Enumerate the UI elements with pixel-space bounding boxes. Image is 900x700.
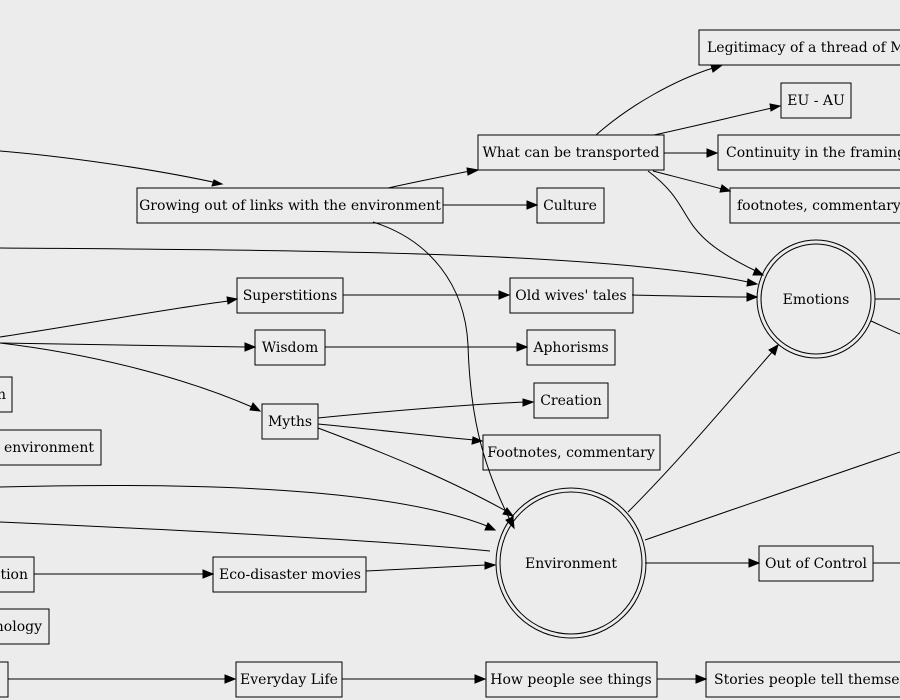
edge-everyday-life-to-how-people-see	[342, 674, 487, 684]
edge-environment-to-emotions	[627, 343, 779, 513]
svg-text:Wisdom: Wisdom	[262, 340, 318, 356]
node-legitimacy[interactable]: Legitimacy of a thread of My	[698, 29, 900, 66]
node-how-people-see-things[interactable]: How people see things	[485, 661, 658, 698]
edge-environment-to-offscreen	[644, 451, 900, 541]
node-growing-out-of-links[interactable]: Growing out of links with the environmen…	[136, 187, 444, 224]
node-aphorisms[interactable]: Aphorisms	[526, 329, 616, 366]
node-continuity-in-framing[interactable]: Continuity in the framing	[717, 134, 900, 171]
svg-text:Myths: Myths	[268, 414, 312, 430]
svg-text:Out of Control: Out of Control	[765, 556, 868, 572]
edge-emotions-to-offscreen-2	[870, 320, 900, 335]
svg-text:Continuity in the framing: Continuity in the framing	[726, 145, 900, 161]
edge-what-transported-to-emotions	[647, 170, 765, 276]
node-footnotes-commentary-lower[interactable]: footnotes, commentary	[729, 187, 900, 224]
edge-offscreen-to-wisdom	[0, 342, 257, 352]
node-emotions[interactable]: Emotions	[756, 239, 876, 359]
svg-text:Footnotes, commentary: Footnotes, commentary	[487, 445, 655, 461]
node-old-wives-tales[interactable]: Old wives' tales	[509, 277, 634, 314]
node-stories-people-tell[interactable]: Stories people tell themselv	[705, 661, 900, 698]
svg-text:Stories people tell themselv: Stories people tell themselv	[714, 672, 900, 688]
node-cut-environment[interactable]: l environment	[0, 429, 102, 466]
edge-growing-out-to-environment	[372, 221, 515, 530]
node-environment[interactable]: Environment	[495, 487, 647, 639]
node-superstitions[interactable]: Superstitions	[236, 277, 344, 314]
edge-offscreen-to-emotions	[0, 247, 759, 287]
node-out-of-control[interactable]: Out of Control	[758, 545, 874, 582]
svg-text:l environment: l environment	[0, 440, 94, 456]
edge-offscreen-to-myths	[0, 342, 262, 412]
svg-text:Eco-disaster movies: Eco-disaster movies	[219, 567, 361, 583]
svg-text:Old wives' tales: Old wives' tales	[515, 288, 626, 304]
svg-text:EU - AU: EU - AU	[787, 93, 845, 109]
node-cut-tion[interactable]: tion	[0, 556, 35, 593]
svg-text:Superstitions: Superstitions	[243, 288, 338, 304]
svg-text:Culture: Culture	[543, 198, 597, 214]
svg-text:Environment: Environment	[525, 556, 617, 572]
node-culture[interactable]: Culture	[536, 187, 605, 224]
edge-old-wives-to-emotions	[631, 292, 759, 302]
edge-growing-out-to-culture	[443, 200, 539, 210]
edge-eco-disaster-to-environment	[365, 561, 497, 572]
edge-cut-tion-to-eco-disaster	[34, 569, 215, 579]
svg-text:Legitimacy of a thread of My: Legitimacy of a thread of My	[707, 40, 900, 56]
edge-offscreen-to-environment-1	[0, 484, 497, 531]
node-cut-n[interactable]: n	[0, 376, 13, 413]
svg-text:nology: nology	[0, 619, 42, 635]
node-eco-disaster-movies[interactable]: Eco-disaster movies	[212, 556, 367, 593]
edge-offscreen-to-everyday-life	[8, 674, 237, 684]
svg-text:Creation: Creation	[540, 393, 602, 409]
svg-text:tion: tion	[0, 567, 28, 583]
edge-myths-to-footnotes	[317, 423, 484, 445]
edge-offscreen-to-growing-out	[0, 150, 224, 187]
edge-growing-out-to-what-transported	[387, 167, 480, 189]
node-wisdom[interactable]: Wisdom	[254, 329, 326, 366]
svg-text:What can be transported: What can be transported	[482, 145, 659, 161]
node-cut-nology[interactable]: nology	[0, 608, 50, 645]
edge-myths-to-environment	[317, 427, 515, 517]
svg-text:n: n	[0, 387, 6, 403]
edge-how-people-see-to-stories	[657, 674, 708, 684]
svg-text:Growing out of links with the: Growing out of links with the environmen…	[139, 198, 441, 214]
edge-what-transported-to-footnotes	[652, 170, 732, 193]
svg-text:Everyday Life: Everyday Life	[240, 672, 338, 688]
edge-what-transported-to-continuity	[664, 148, 719, 158]
svg-text:Emotions: Emotions	[783, 292, 850, 308]
edge-what-transported-to-eu-au	[653, 103, 782, 136]
edge-offscreen-to-superstitions	[0, 296, 239, 338]
svg-text:footnotes, commentary: footnotes, commentary	[737, 198, 900, 214]
svg-text:How people see things: How people see things	[490, 672, 651, 688]
edge-wisdom-to-aphorisms	[325, 342, 529, 352]
node-creation[interactable]: Creation	[533, 382, 609, 419]
node-myths[interactable]: Myths	[261, 403, 319, 440]
node-everyday-life[interactable]: Everyday Life	[235, 661, 343, 698]
node-what-can-be-transported[interactable]: What can be transported	[477, 134, 665, 171]
node-eu-au[interactable]: EU - AU	[780, 82, 852, 119]
svg-text:Aphorisms: Aphorisms	[532, 340, 608, 356]
edge-myths-to-creation	[317, 398, 535, 419]
node-cut-bottom-left[interactable]	[0, 661, 9, 698]
edge-offscreen-to-environment-2	[0, 521, 491, 552]
node-footnotes-commentary-upper[interactable]: Footnotes, commentary	[482, 434, 661, 471]
edge-superstitions-to-old-wives	[343, 290, 511, 300]
edge-environment-to-out-of-control	[645, 558, 761, 568]
